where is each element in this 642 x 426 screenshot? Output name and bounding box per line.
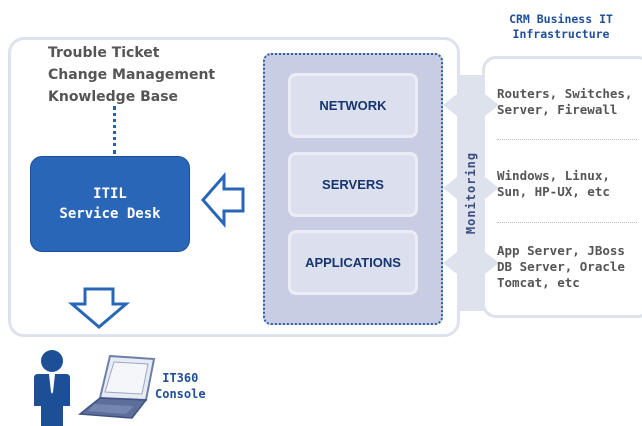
knowledge-base-label: Knowledge Base <box>48 89 179 105</box>
infra-item-line: Windows, Linux, <box>497 168 610 183</box>
trouble-ticket-label: Trouble Ticket <box>48 45 160 61</box>
left-arrow-icon <box>201 172 245 228</box>
network-tier: NETWORK <box>288 73 418 138</box>
infrastructure-title-line1: CRM Business IT <box>509 12 613 26</box>
infra-item-line: Sun, HP-UX, etc <box>497 184 610 199</box>
console-line2: Console <box>155 387 206 401</box>
infrastructure-title: CRM Business IT Infrastructure <box>486 12 636 42</box>
infra-item-applications: App Server, JBoss DB Server, Oracle Tomc… <box>497 243 625 291</box>
infra-item-servers: Windows, Linux, Sun, HP-UX, etc <box>497 168 610 200</box>
infra-item-line: DB Server, Oracle <box>497 259 625 274</box>
infra-item-line: Tomcat, etc <box>497 275 580 290</box>
applications-tier: APPLICATIONS <box>288 230 418 295</box>
down-arrow-icon <box>67 287 131 329</box>
infrastructure-panel <box>482 56 642 318</box>
infra-item-line: App Server, JBoss <box>497 243 625 258</box>
it360-console-label: IT360 Console <box>155 370 206 402</box>
console-line1: IT360 <box>162 371 199 385</box>
divider <box>497 222 637 223</box>
itsm-list: Trouble Ticket Change Management Knowled… <box>48 42 215 108</box>
servers-tier: SERVERS <box>288 152 418 217</box>
divider <box>497 139 637 140</box>
service-desk-line2: Service Desk <box>59 206 161 222</box>
double-arrow-icon <box>443 94 499 116</box>
double-arrow-icon <box>443 252 499 274</box>
laptop-icon <box>78 354 156 419</box>
double-arrow-icon <box>443 177 499 199</box>
itsm-connector-line <box>113 106 116 154</box>
infra-item-line: Routers, Switches, <box>497 86 633 101</box>
person-icon <box>34 350 70 426</box>
change-management-label: Change Management <box>48 67 216 83</box>
service-desk-line1: ITIL <box>93 186 127 202</box>
itil-service-desk-box: ITIL Service Desk <box>30 156 190 252</box>
infra-item-line: Server, Firewall <box>497 102 618 117</box>
monitoring-label: Monitoring <box>464 151 478 235</box>
infra-item-network: Routers, Switches, Server, Firewall <box>497 86 632 118</box>
infrastructure-title-line2: Infrastructure <box>512 27 610 41</box>
